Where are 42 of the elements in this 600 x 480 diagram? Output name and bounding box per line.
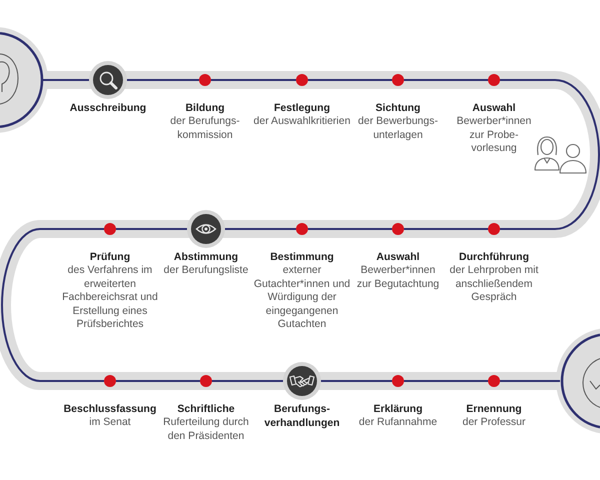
step-description: des Verfahrens im erweiterten Fachbereichsrat und Erstellung eines Prüfsberichtes [61,264,159,332]
step-title: Bildung [185,101,225,115]
track-line [212,380,283,382]
step-description: im Senat [89,416,131,430]
step-title: Abstimmung [174,250,238,264]
step-description: Bewerber*innen zur Begutachtung [356,264,440,291]
step-description: der Berufungs- kommission [169,115,241,142]
step-description: externer Gutachter*innen und Würdigung der eingegangenen Gutachten [252,264,352,332]
step-title: Beschlussfassung [64,402,156,416]
step-title: Durchführung [459,250,529,264]
track-line [404,79,488,81]
step-title: Auswahl [376,250,420,264]
step-title: Bestimmung [270,250,334,264]
step-description: Bewerber*innen zur Probe- vorlesung [456,115,532,156]
track-line [116,228,187,230]
step-title: Berufungs- verhandlungen [263,402,341,430]
step-description: der Berufungsliste [164,264,248,278]
track-line [225,228,296,230]
step-description: der Bewerbungs- unterlagen [357,115,439,142]
track-line [211,79,296,81]
track-line [43,79,89,81]
step-description: der Lehrproben mit anschließendem Gespräch [448,264,540,304]
track-line [116,380,200,382]
step-title: Ernennung [466,402,522,416]
step-title: Erklärung [373,402,422,416]
step-title: Auswahl [472,101,516,115]
track-line [500,380,560,382]
track-line [127,79,199,81]
track-line [321,380,392,382]
step-title: Festlegung [274,101,330,115]
step-title: Sichtung [376,101,420,115]
step-title: Schriftliche [177,402,235,416]
step-title: Ausschreibung [70,101,146,115]
track-line [404,228,488,230]
step-description: Ruferteilung durch den Präsidenten [162,416,250,443]
step-title: Prüfung [90,250,130,264]
step-description: der Auswahlkritierien [254,115,350,128]
step-description: der Rufannahme [358,416,438,430]
track-line [308,228,392,230]
track-line [308,79,392,81]
track-line [404,380,488,382]
step-description: der Professur [462,416,526,430]
